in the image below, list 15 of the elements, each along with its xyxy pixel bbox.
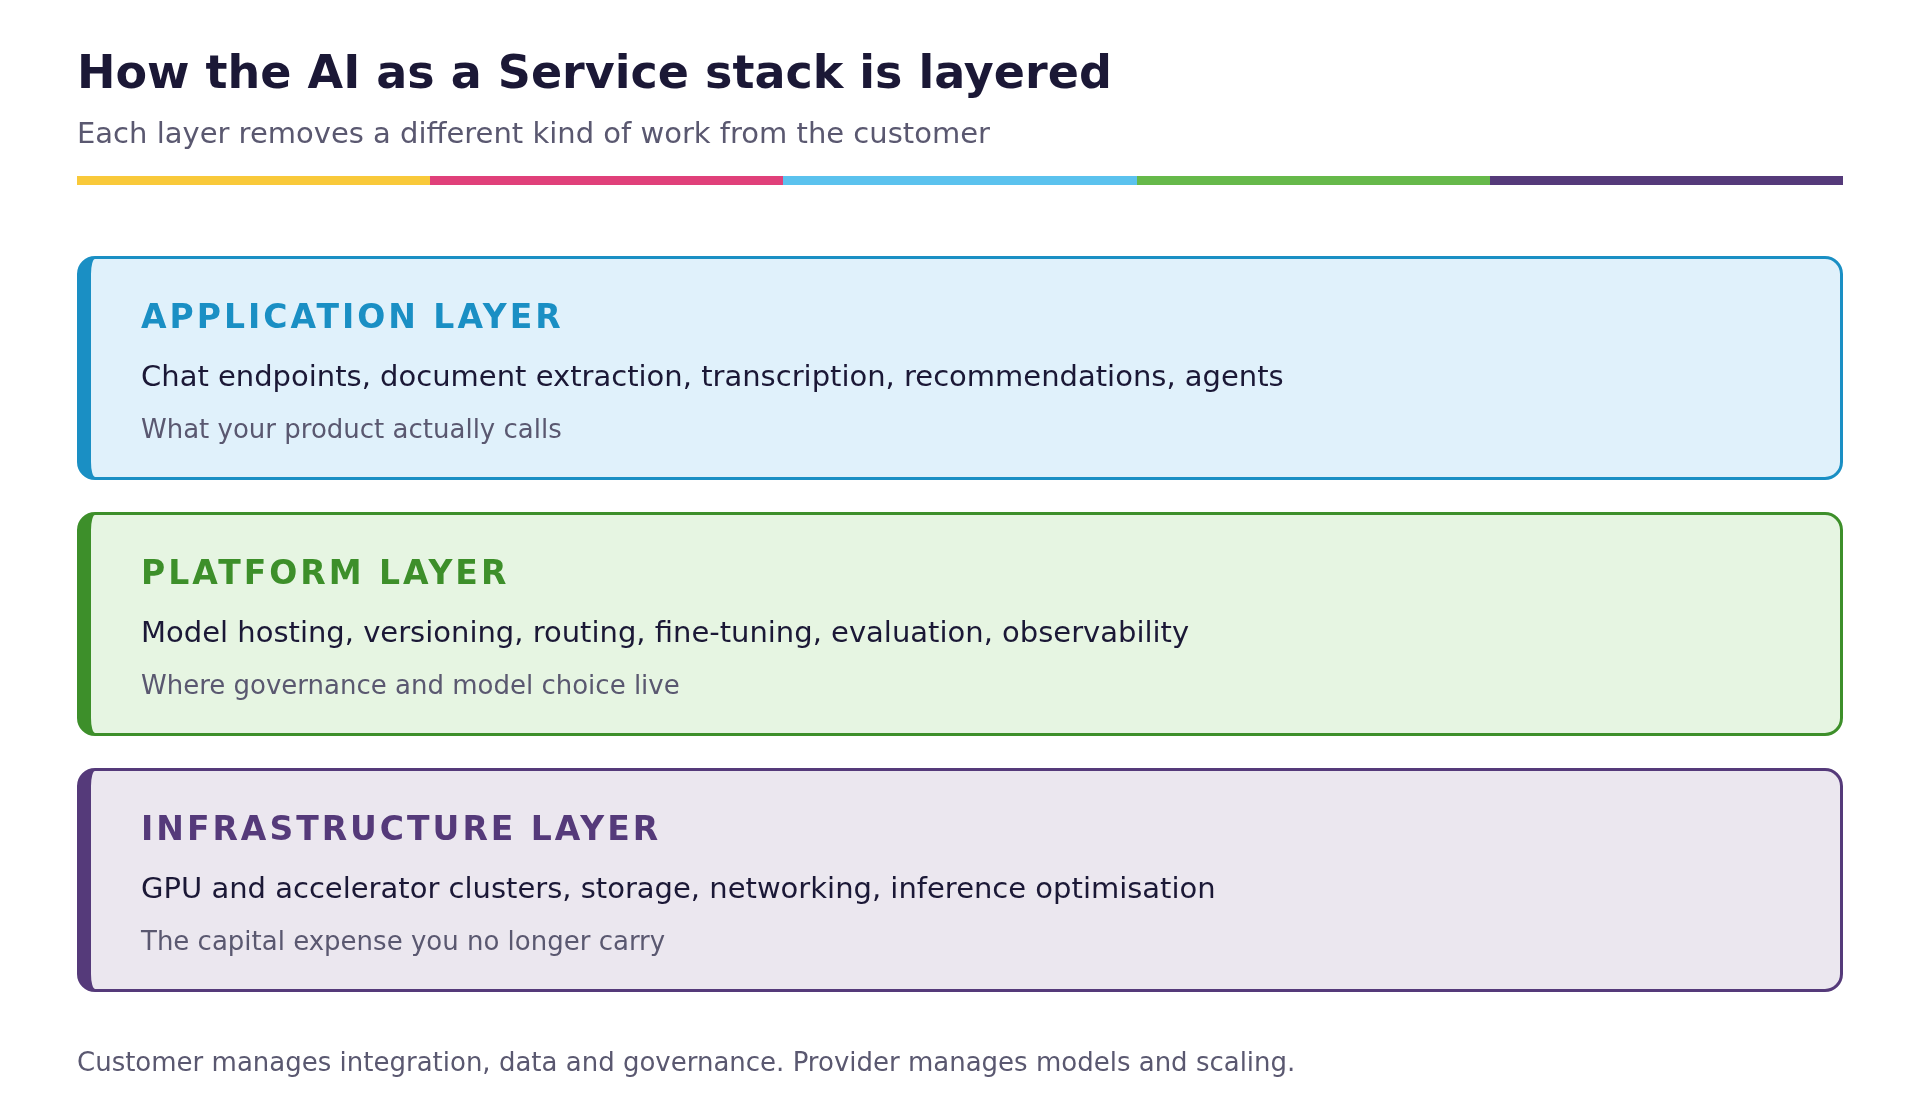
- layer-note: The capital expense you no longer carry: [141, 926, 666, 956]
- layer-note: Where governance and model choice live: [141, 670, 680, 700]
- layer-box: [77, 256, 1843, 480]
- layer-box: [77, 768, 1843, 992]
- layer-heading: PLATFORM LAYER: [141, 553, 510, 592]
- title: How the AI as a Service stack is layered: [77, 45, 1112, 99]
- layer-description: GPU and accelerator clusters, storage, networking, inference optimisation: [141, 871, 1216, 905]
- layer-description: Chat endpoints, document extraction, transcription, recommendations, agents: [141, 359, 1284, 393]
- layer-heading: INFRASTRUCTURE LAYER: [141, 809, 662, 848]
- subtitle: Each layer removes a different kind of work from the customer: [77, 116, 990, 150]
- layer-box: [77, 512, 1843, 736]
- layer-description: Model hosting, versioning, routing, fine-tuning, evaluation, observability: [141, 615, 1190, 649]
- caption: Customer manages integration, data and governance. Provider manages models and scaling.: [77, 1047, 1296, 1077]
- layer-note: What your product actually calls: [141, 414, 562, 444]
- layer-heading: APPLICATION LAYER: [141, 297, 564, 336]
